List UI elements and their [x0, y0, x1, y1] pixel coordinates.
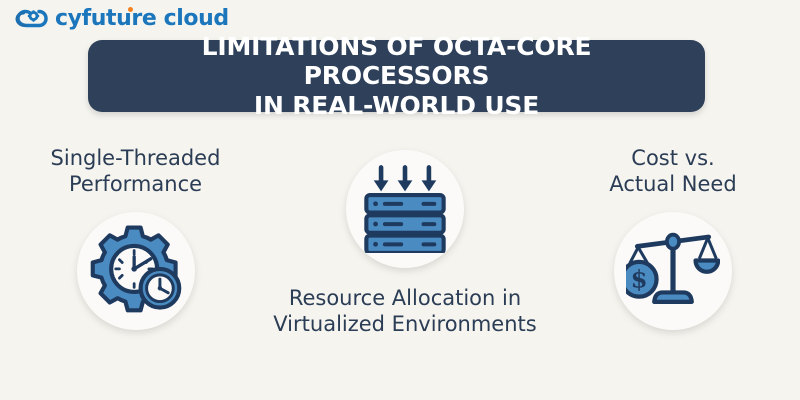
topic-caption: Single-Threaded Performance	[50, 146, 221, 197]
balance-scale-icon-badge: $	[614, 211, 732, 330]
topic-single-threaded-performance: Single-Threaded Performance	[8, 145, 263, 330]
brand-accent-dot	[128, 7, 133, 12]
topic-caption: Resource Allocation in Virtualized Envir…	[273, 286, 537, 337]
topic-resource-allocation: Resource Allocation in Virtualized Envir…	[252, 150, 558, 338]
balance-scale-dollar-icon: $	[619, 221, 721, 320]
topic-cost-vs-actual-need: Cost vs. Actual Need $	[548, 145, 798, 330]
gear-clock-icon-badge	[76, 211, 195, 330]
cloud-infinity-gear-icon	[14, 6, 48, 32]
brand-name-part2: cloud	[156, 6, 230, 31]
gear-clock-icon	[90, 222, 182, 319]
brand-logo[interactable]: cyfuture cloud	[14, 4, 229, 34]
title-banner: LIMITATIONS OF OCTA-CORE PROCESSORS IN R…	[88, 32, 705, 120]
brand-name-part1: cyfuture	[55, 6, 157, 31]
server-rack-icon-badge	[346, 150, 464, 268]
topic-caption: Cost vs. Actual Need	[609, 146, 737, 197]
page-title: LIMITATIONS OF OCTA-CORE PROCESSORS IN R…	[201, 31, 592, 120]
brand-name: cyfuture cloud	[55, 6, 230, 31]
server-rack-download-icon	[359, 161, 451, 258]
svg-text:$: $	[631, 265, 648, 294]
